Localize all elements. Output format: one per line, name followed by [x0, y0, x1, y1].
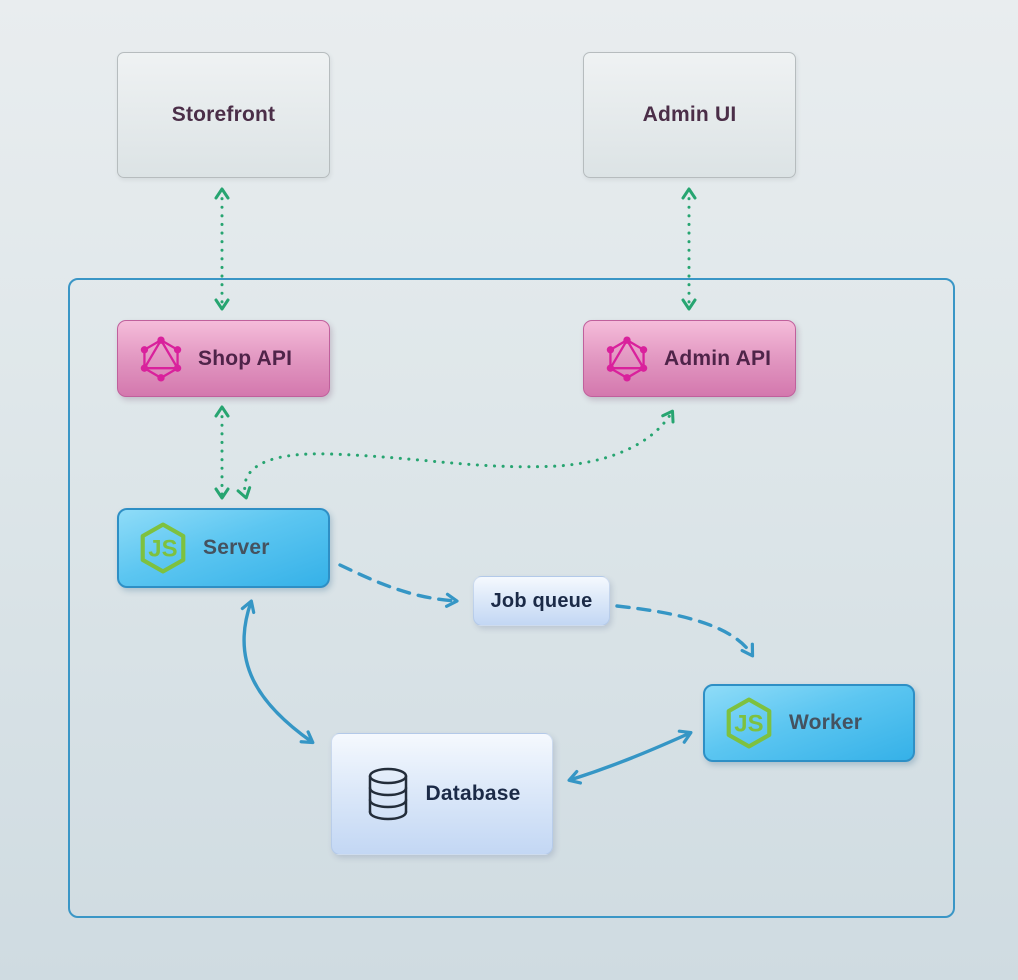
node-server-label: Server	[203, 536, 270, 559]
node-job-queue-label: Job queue	[490, 589, 593, 612]
node-admin-api: Admin API	[583, 320, 796, 397]
node-database-label: Database	[425, 782, 521, 805]
node-job-queue: Job queue	[473, 576, 610, 626]
node-admin-ui-label: Admin UI	[642, 103, 737, 126]
node-database: Database	[331, 733, 553, 855]
node-admin-ui: Admin UI	[583, 52, 796, 178]
svg-text:JS: JS	[734, 710, 763, 737]
nodejs-icon: JS	[137, 522, 189, 574]
database-icon	[364, 766, 412, 822]
server-boundary-frame	[68, 278, 955, 918]
graphql-icon	[138, 335, 184, 382]
node-storefront-label: Storefront	[171, 103, 276, 126]
node-worker: JS Worker	[703, 684, 915, 762]
nodejs-icon: JS	[723, 697, 775, 749]
node-storefront: Storefront	[117, 52, 330, 178]
node-shop-api: Shop API	[117, 320, 330, 397]
node-shop-api-label: Shop API	[198, 346, 293, 370]
node-worker-label: Worker	[789, 711, 863, 734]
node-server: JS Server	[117, 508, 330, 588]
node-admin-api-label: Admin API	[664, 346, 772, 370]
svg-text:JS: JS	[148, 535, 177, 562]
graphql-icon	[604, 335, 650, 382]
